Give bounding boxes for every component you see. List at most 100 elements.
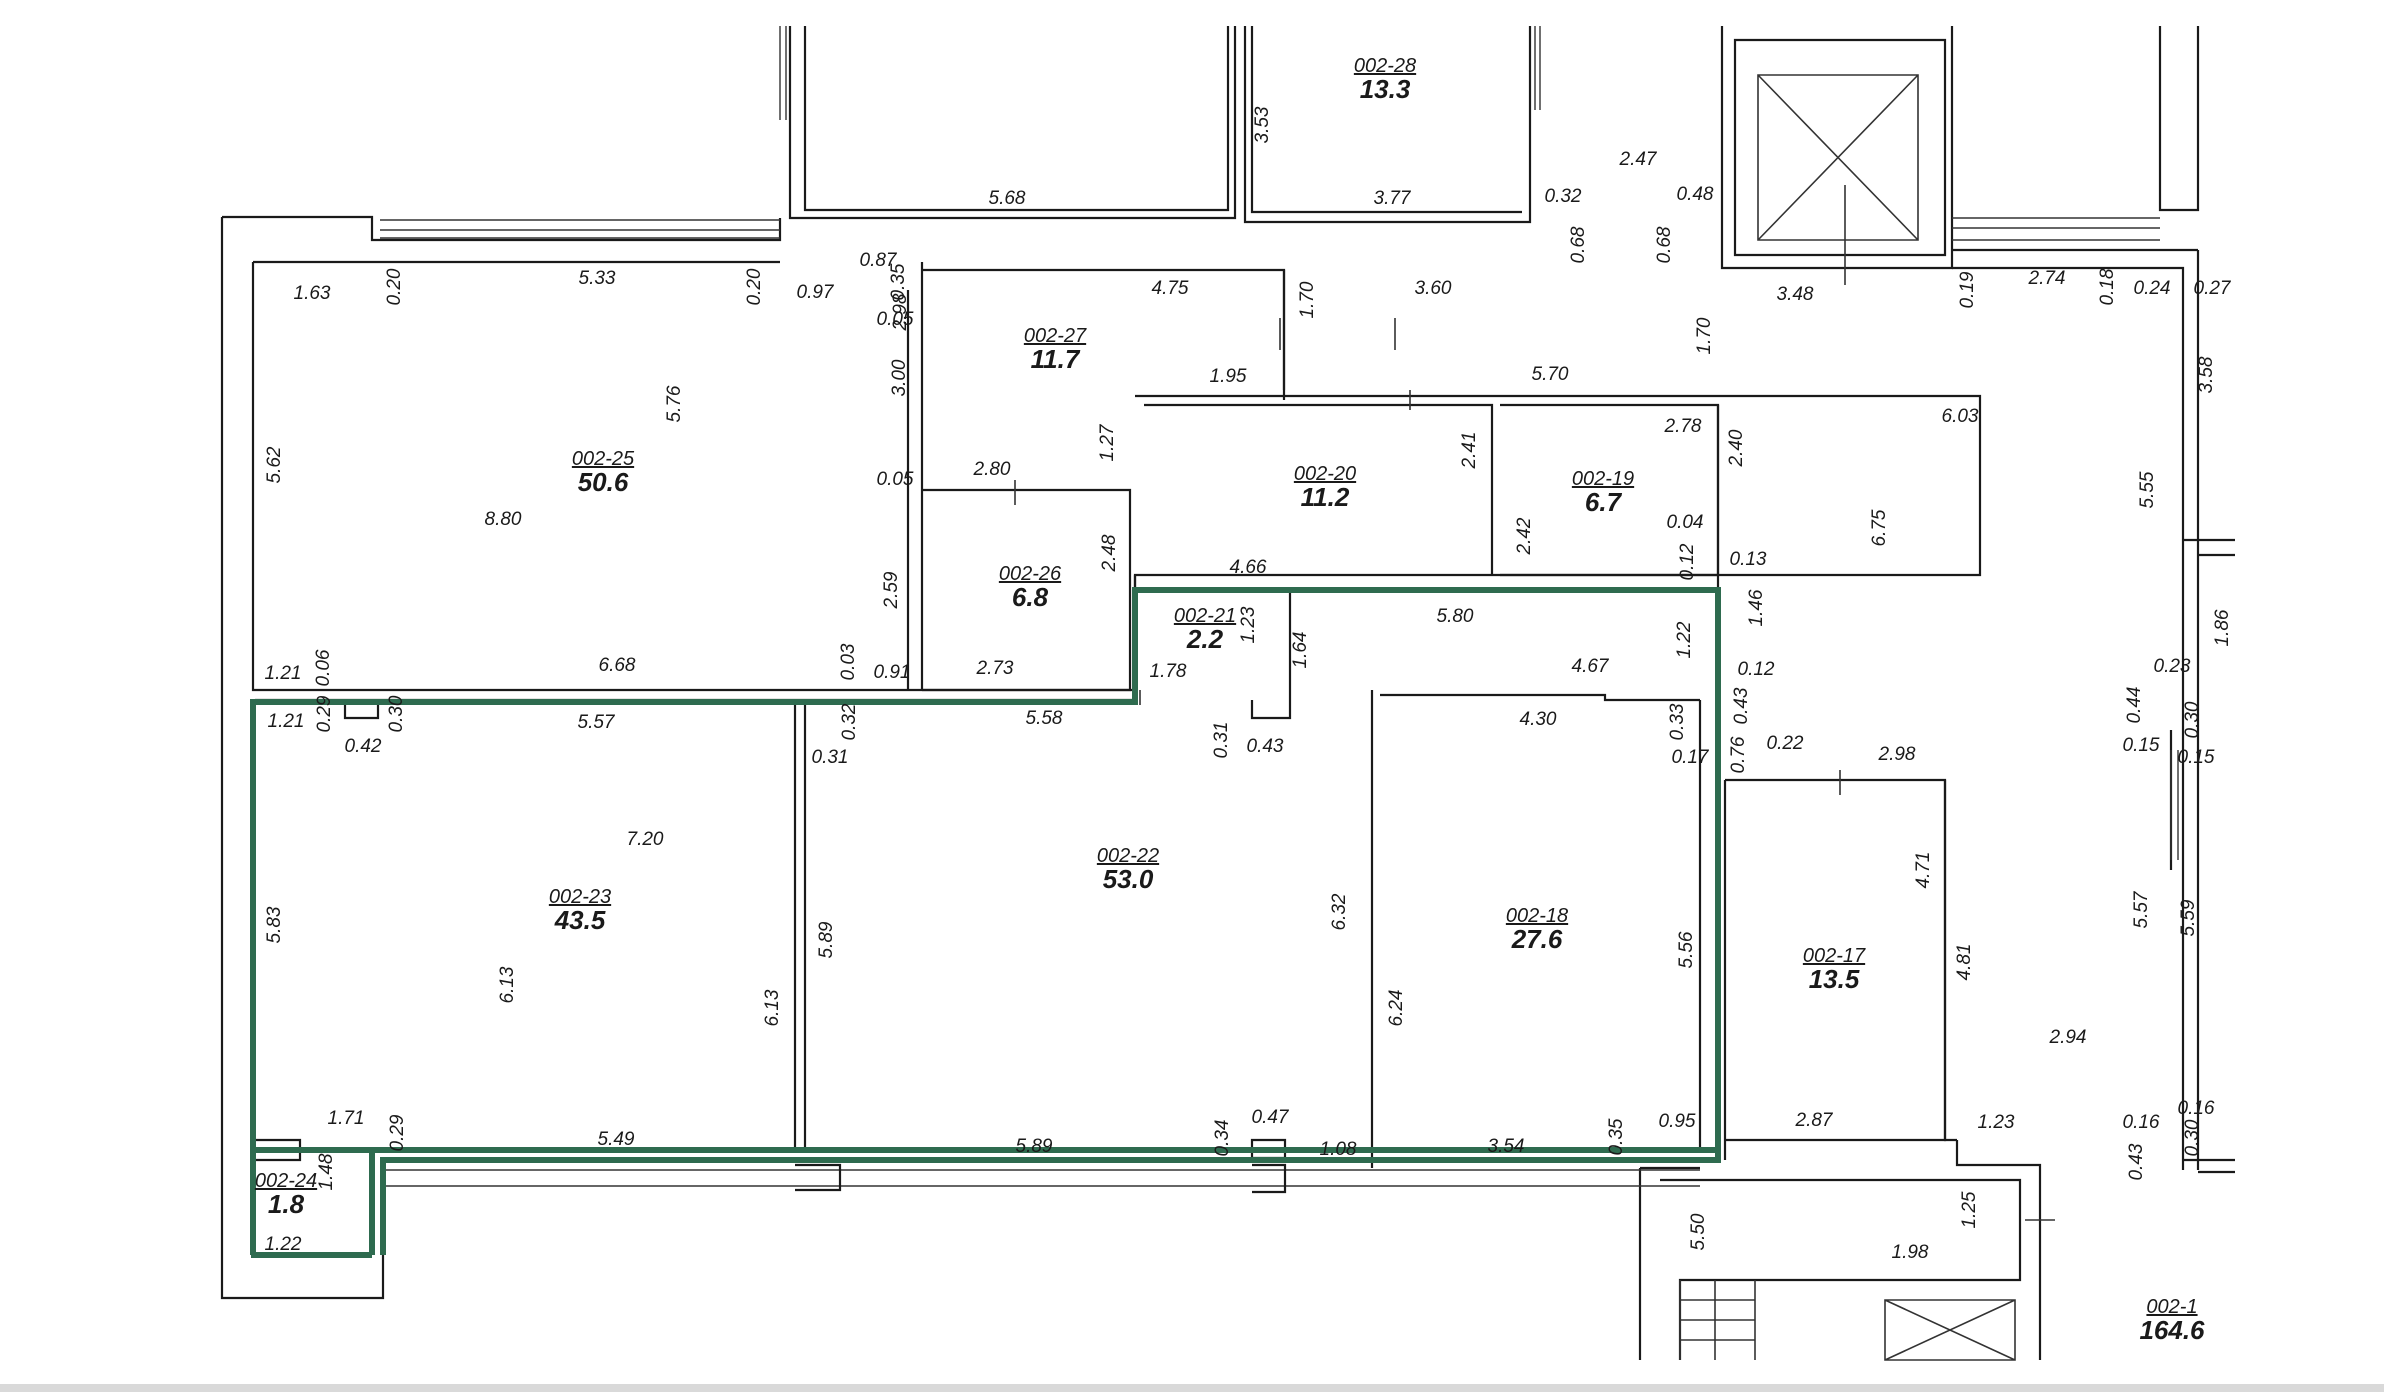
room-area: 1.8 [268, 1189, 305, 1219]
room-id: 002-22 [1097, 845, 1159, 867]
room-label-002-19: 002-196.7 [1572, 468, 1634, 517]
dimension-label: 1.63 [294, 283, 331, 304]
room-id: 002-28 [1354, 55, 1416, 77]
dimension-label: 5.62 [264, 446, 285, 483]
dimension-label: 5.49 [598, 1129, 635, 1150]
dimension-label: 0.06 [313, 649, 334, 686]
dimension-label: 0.48 [1677, 184, 1714, 205]
room-area: 53.0 [1103, 864, 1154, 894]
dimension-label: 5.89 [1016, 1136, 1053, 1157]
dimension-label: 0.03 [838, 643, 859, 680]
dimension-label: 0.95 [1659, 1111, 1696, 1132]
dimension-label: 1.25 [1959, 1191, 1980, 1228]
dimension-label: 1.27 [1097, 423, 1118, 461]
dimension-label: 0.22 [1767, 733, 1804, 754]
room-id: 002-27 [1024, 325, 1087, 347]
bottom-edge-bar [0, 1384, 2384, 1392]
dimension-label: 0.31 [812, 747, 849, 768]
dimension-label: 6.32 [1329, 893, 1350, 930]
dimension-label: 1.95 [1210, 366, 1247, 387]
dimension-label: 0.15 [2178, 747, 2215, 768]
dimension-label: 3.48 [1777, 284, 1814, 305]
dimension-label: 0.30 [386, 695, 407, 732]
room-area: 164.6 [2139, 1315, 2205, 1345]
dimension-label: 0.42 [345, 736, 382, 757]
room-area: 6.8 [1012, 582, 1049, 612]
dimension-label: 0.20 [744, 268, 765, 305]
dimension-label: 0.16 [2178, 1098, 2215, 1119]
room-id: 002-25 [572, 448, 635, 470]
dimension-label: 0.30 [2182, 701, 2203, 738]
dimension-label: 0.29 [314, 695, 335, 732]
dimension-label: 5.83 [264, 906, 285, 943]
room-id: 002-19 [1572, 468, 1634, 490]
dimension-label: 1.23 [1978, 1112, 2015, 1133]
room-id: 002-23 [549, 886, 611, 908]
dimension-label: 0.34 [1212, 1120, 1233, 1157]
dimension-label: 1.48 [316, 1153, 337, 1190]
dimension-label: 0.43 [1731, 687, 1752, 724]
dimension-label: 2.87 [1795, 1110, 1834, 1131]
dimension-label: 0.87 [860, 250, 898, 271]
room-label-002-24: 002-241.8 [255, 1170, 317, 1219]
dimension-label: 6.75 [1869, 509, 1890, 546]
dimension-label: 1.86 [2212, 609, 2233, 646]
dimension-label: 1.22 [1674, 621, 1695, 658]
dimension-label: 0.32 [1545, 186, 1582, 207]
dimension-label: 1.70 [1694, 317, 1715, 354]
dimension-label: 1.23 [1238, 606, 1259, 643]
dimension-label: 0.33 [1667, 703, 1688, 740]
dimension-label: 0.27 [2194, 278, 2232, 299]
room-id: 002-20 [1294, 463, 1356, 485]
dimension-label: 5.89 [816, 921, 837, 958]
dimension-label: 0.13 [1730, 549, 1767, 570]
dimension-label: 2.48 [1099, 534, 1120, 572]
dimension-label: 0.44 [2124, 687, 2145, 724]
dimension-label: 5.33 [579, 268, 616, 289]
dimension-label: 2.41 [1459, 432, 1480, 470]
dimension-label: 2.42 [1514, 517, 1535, 555]
dimension-label: 5.57 [578, 712, 616, 733]
dimension-label: 0.97 [797, 282, 835, 303]
dimension-label: 6.03 [1942, 406, 1979, 427]
dimension-label: 3.53 [1252, 106, 1273, 143]
room-area: 6.7 [1585, 487, 1623, 517]
room-id: 002-26 [999, 563, 1062, 585]
dimension-label: 5.57 [2131, 890, 2152, 928]
dimension-label: 1.46 [1746, 589, 1767, 626]
room-area: 2.2 [1186, 624, 1224, 654]
dimension-label: 4.66 [1230, 557, 1267, 578]
dimension-label: 0.17 [1672, 747, 1710, 768]
dimension-label: 5.76 [664, 385, 685, 422]
dimension-label: 4.75 [1152, 278, 1189, 299]
dimension-label: 5.59 [2178, 899, 2199, 936]
dimension-label: 0.16 [2123, 1112, 2160, 1133]
dimension-label: 0.12 [1738, 659, 1775, 680]
dimension-label: 0.47 [1252, 1107, 1290, 1128]
dimension-label: 0.35 [1606, 1118, 1627, 1155]
dimension-label: 0.04 [1667, 512, 1704, 533]
dimension-label: 6.13 [497, 966, 518, 1003]
dimension-label: 5.58 [1026, 708, 1063, 729]
dimension-label: 2.78 [1664, 416, 1702, 437]
dimension-label: 0.29 [387, 1114, 408, 1151]
room-area: 27.6 [1511, 924, 1563, 954]
room-area: 43.5 [554, 905, 606, 935]
dimension-label: 0.05 [877, 309, 914, 330]
dimension-label: 3.58 [2196, 356, 2217, 393]
dimension-label: 6.24 [1386, 990, 1407, 1027]
room-label-002-21: 002-212.2 [1174, 605, 1236, 654]
dimension-label: 5.80 [1437, 606, 1474, 627]
dimension-label: 2.80 [973, 459, 1011, 480]
dimension-label: 1.70 [1297, 281, 1318, 318]
dimension-label: 0.31 [1211, 722, 1232, 759]
dimension-label: 1.22 [265, 1234, 302, 1255]
